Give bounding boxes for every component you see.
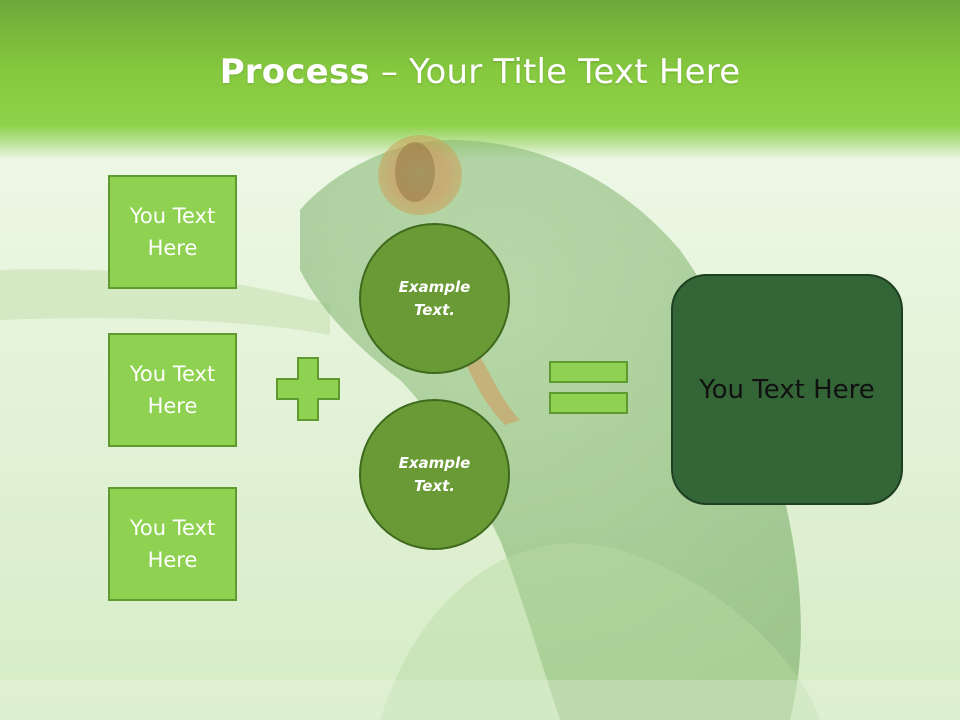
example-circle-1[interactable]: Example Text. (359, 223, 510, 374)
input-box-2[interactable]: You Text Here (108, 333, 237, 447)
input-box-3-label: You Text Here (129, 516, 216, 572)
input-box-2-label: You Text Here (129, 362, 216, 418)
result-box[interactable]: You Text Here (671, 274, 903, 505)
title-rest: – Your Title Text Here (369, 52, 741, 92)
input-box-1[interactable]: You Text Here (108, 175, 237, 289)
input-box-3[interactable]: You Text Here (108, 487, 237, 601)
example-circle-2[interactable]: Example Text. (359, 399, 510, 550)
slide-title: Process – Your Title Text Here (0, 52, 960, 92)
input-box-1-label: You Text Here (129, 204, 216, 260)
equals-icon (549, 361, 628, 414)
title-bold: Process (219, 52, 370, 92)
title-bar (0, 0, 960, 160)
plus-icon (276, 357, 340, 421)
example-circle-2-label: Example Text. (398, 453, 471, 495)
result-box-label: You Text Here (699, 374, 875, 405)
example-circle-1-label: Example Text. (398, 277, 471, 319)
